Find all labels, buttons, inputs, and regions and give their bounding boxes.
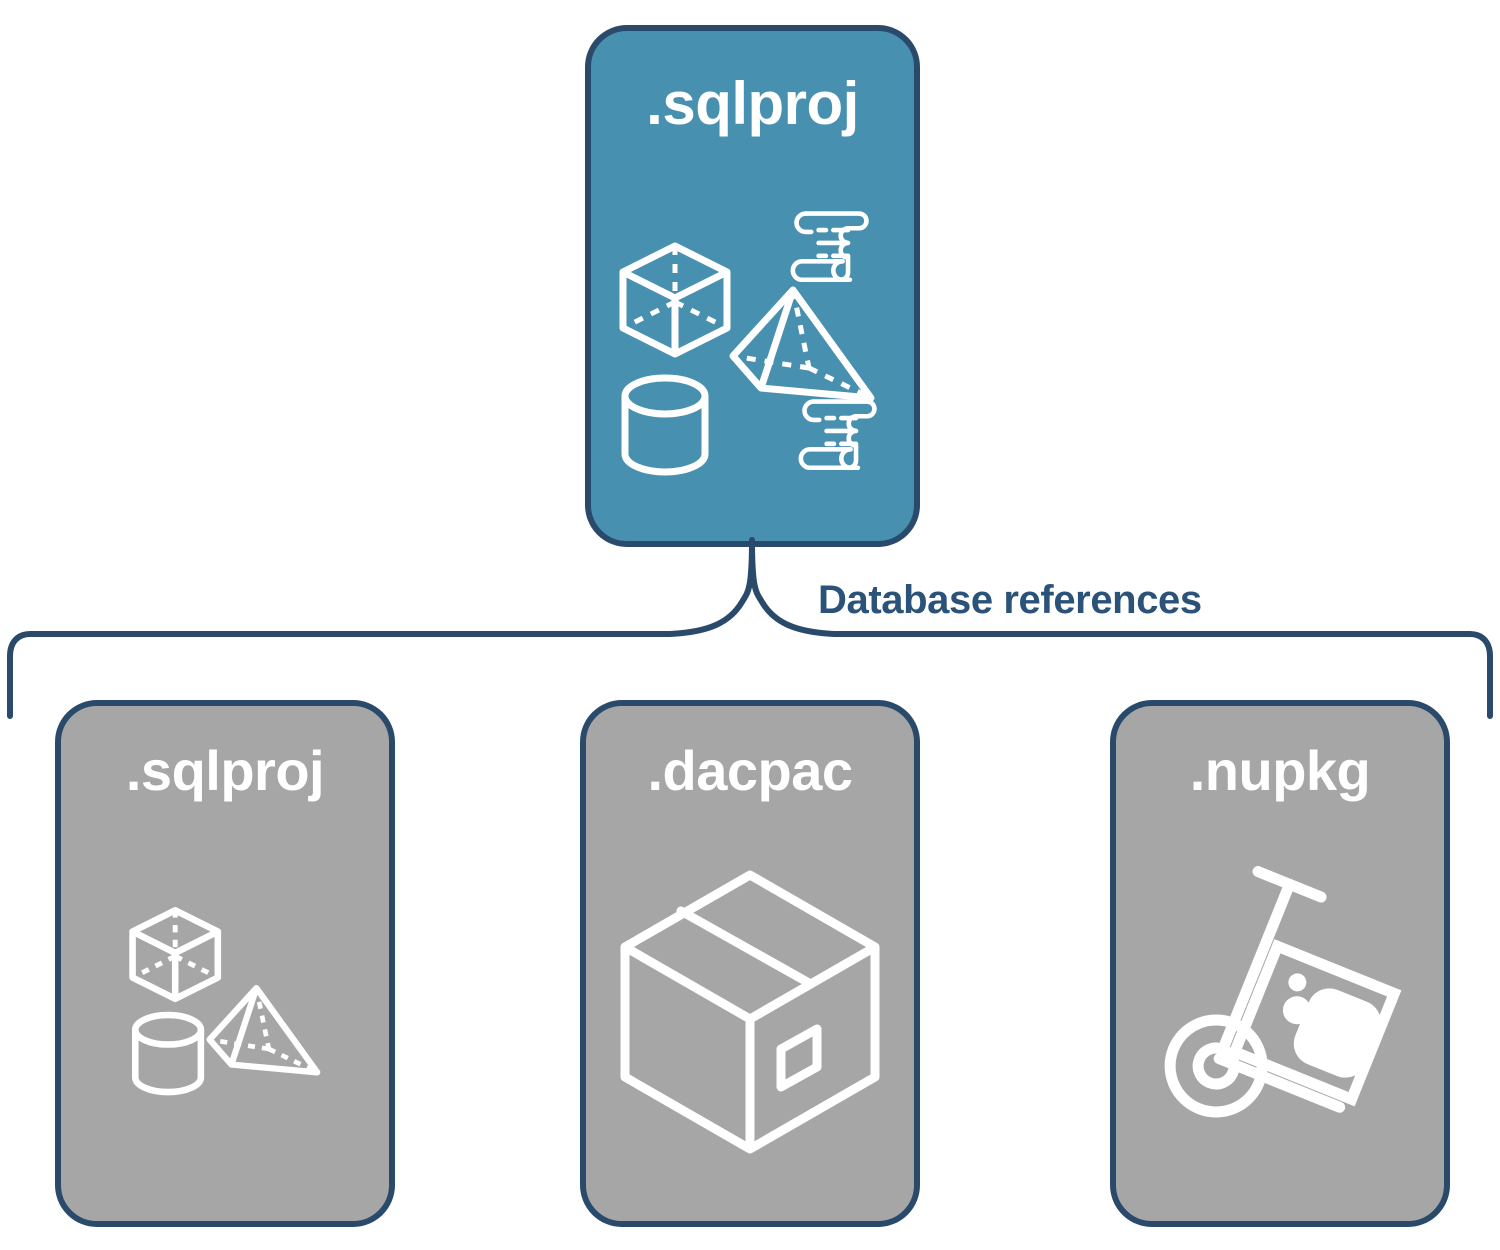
card-ref-sqlproj-title: .sqlproj (125, 739, 325, 802)
card-ref-sqlproj-artwork (61, 803, 389, 1221)
cube-icon (129, 907, 222, 1003)
sqlproj-objects-illustration (619, 210, 877, 475)
card-ref-dacpac[interactable]: .dacpac (580, 700, 920, 1227)
card-root-artwork (591, 138, 914, 541)
hand-truck-icon (1164, 866, 1402, 1118)
pyramid-icon (729, 286, 874, 401)
card-ref-sqlproj[interactable]: .sqlproj (55, 700, 395, 1227)
card-ref-nupkg[interactable]: .nupkg (1110, 700, 1450, 1227)
card-ref-dacpac-title: .dacpac (647, 739, 853, 802)
pyramid-icon (206, 985, 321, 1076)
card-root-sqlproj[interactable]: .sqlproj (585, 25, 920, 547)
scroll-icon (798, 398, 877, 470)
cylinder-icon (132, 1011, 205, 1096)
scroll-icon (790, 210, 869, 282)
sqlproj-objects-illustration (129, 907, 321, 1096)
card-ref-nupkg-artwork (1116, 803, 1444, 1221)
cube-icon (619, 242, 730, 357)
package-box-icon (620, 870, 880, 1154)
brace-label: Database references (818, 578, 1202, 622)
cylinder-icon (621, 374, 708, 475)
card-ref-dacpac-artwork (586, 803, 914, 1221)
nuget-package-icon (1227, 939, 1402, 1107)
card-ref-nupkg-title: .nupkg (1189, 739, 1371, 802)
card-root-title: .sqlproj (646, 70, 859, 137)
